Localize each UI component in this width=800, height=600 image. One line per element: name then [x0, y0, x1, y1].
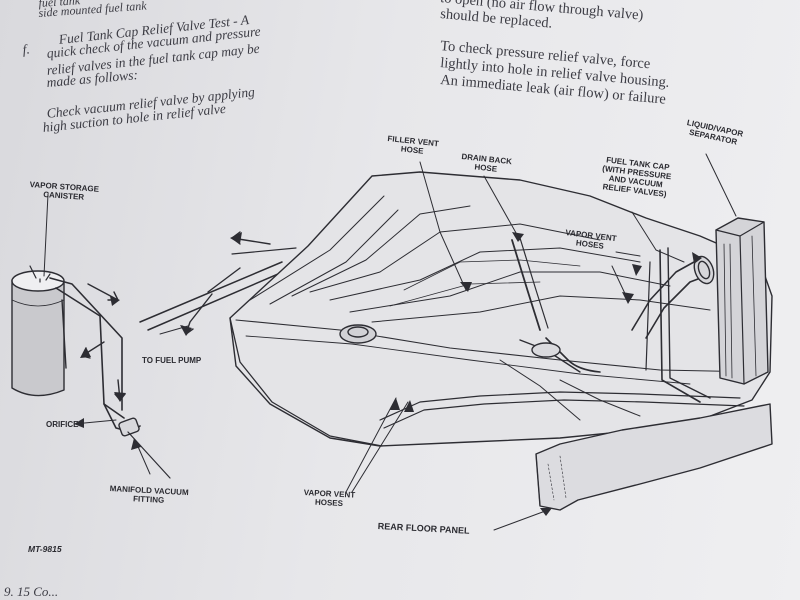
fuel-tank-cap: [631, 255, 715, 339]
liquid-vapor-separator: [715, 217, 769, 385]
label-to-fuel-pump: TO FUEL PUMP: [142, 356, 202, 365]
page-footer: 9. 15 Co...: [4, 584, 59, 599]
label-vapor-vent-hoses-lower: VAPOR VENT HOSES: [303, 488, 356, 509]
label-orifice: ORIFICE: [46, 420, 79, 429]
vapor-storage-canister: [11, 270, 65, 397]
fuel-tank: [229, 171, 773, 447]
figure-number: MT-9815: [28, 544, 62, 554]
rear-floor-panel: [535, 403, 773, 511]
